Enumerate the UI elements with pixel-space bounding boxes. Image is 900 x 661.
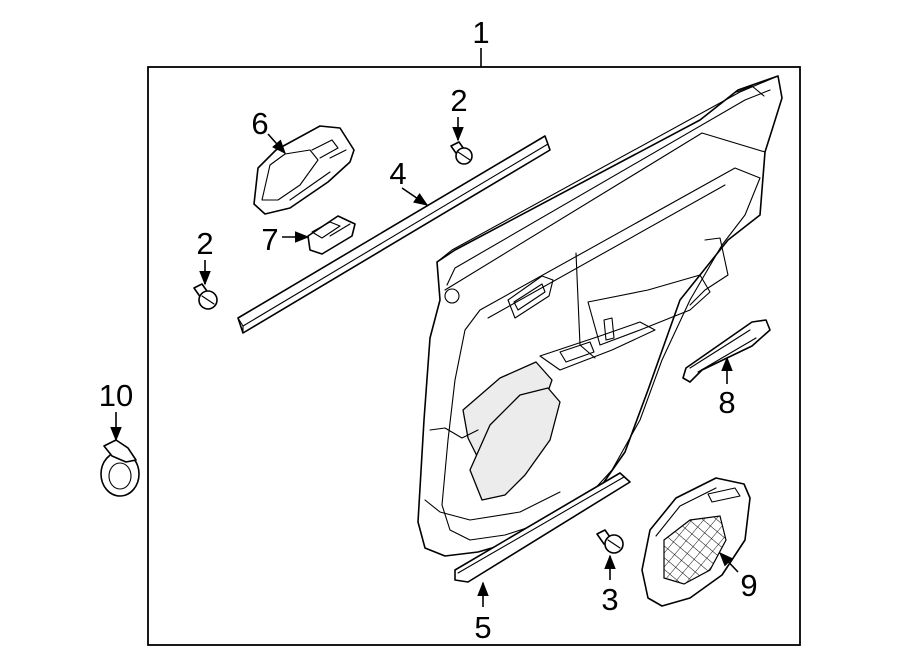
belt-moulding bbox=[237, 135, 551, 334]
callout-8: 8 bbox=[718, 385, 735, 420]
callout-2-upper: 2 bbox=[450, 83, 467, 118]
callout-1: 1 bbox=[472, 15, 489, 50]
callout-9: 9 bbox=[740, 568, 757, 603]
callout-5: 5 bbox=[474, 610, 491, 645]
screw-upper bbox=[450, 141, 473, 165]
trim-clip bbox=[100, 439, 140, 497]
callout-7: 7 bbox=[261, 222, 278, 257]
screw-lower bbox=[596, 529, 624, 554]
arrow-4 bbox=[401, 187, 429, 206]
callout-2-left: 2 bbox=[196, 226, 213, 261]
screw-left bbox=[193, 283, 218, 310]
callout-4: 4 bbox=[389, 156, 406, 191]
speaker-grille bbox=[641, 477, 751, 607]
assembly-frame bbox=[147, 66, 801, 646]
switch-bezel bbox=[253, 125, 355, 215]
callout-6: 6 bbox=[251, 106, 268, 141]
lower-moulding bbox=[454, 472, 631, 583]
callout-3: 3 bbox=[601, 582, 618, 617]
window-switch bbox=[307, 215, 356, 255]
door-trim-panel bbox=[417, 75, 783, 557]
callout-10: 10 bbox=[99, 378, 133, 413]
arrow-6 bbox=[267, 133, 286, 155]
pull-handle bbox=[682, 319, 771, 383]
arrow-9 bbox=[719, 551, 739, 573]
